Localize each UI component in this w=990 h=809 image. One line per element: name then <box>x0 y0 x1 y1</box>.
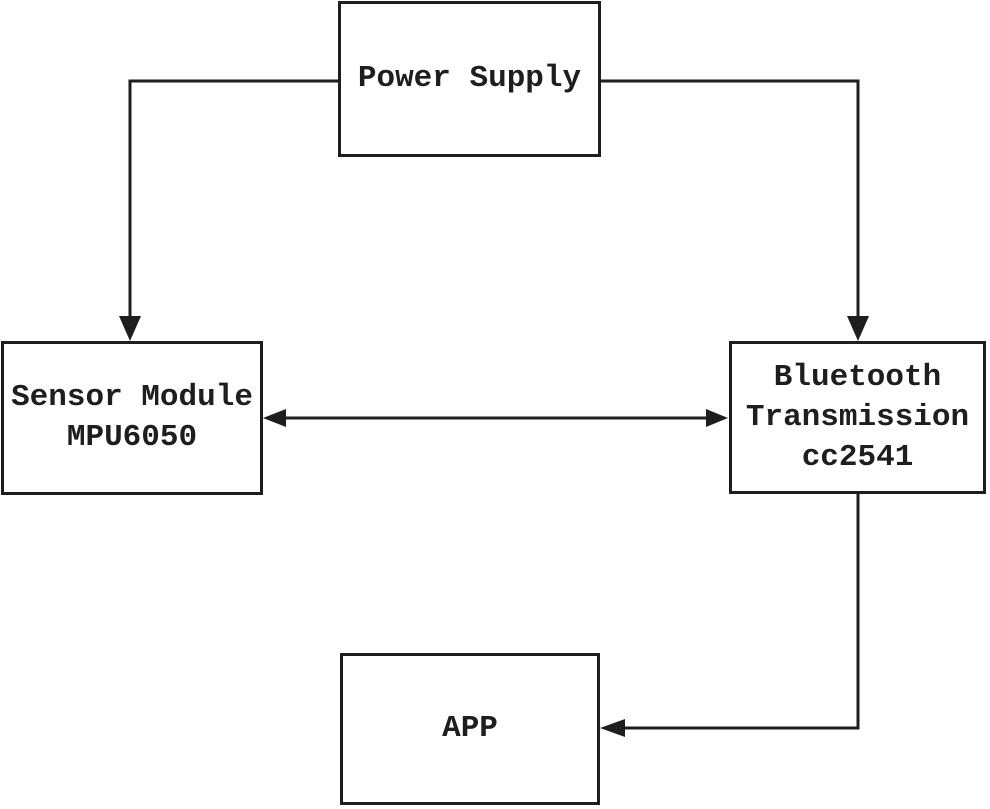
node-sensor-module-label-line1: Sensor Module <box>11 380 253 415</box>
node-bluetooth-transmission: Bluetooth Transmission cc2541 <box>729 341 986 494</box>
node-bluetooth-label-line2: Transmission <box>745 399 970 435</box>
node-app: APP <box>340 653 600 805</box>
node-sensor-module-label-line2: MPU6050 <box>66 420 198 455</box>
node-sensor-module: Sensor Module MPU6050 <box>1 341 263 495</box>
arrowhead-down-sensor-icon <box>119 316 141 341</box>
node-bluetooth-label-line3: cc2541 <box>801 439 914 475</box>
node-app-label: APP <box>442 711 498 746</box>
arrowhead-down-bluetooth-icon <box>847 316 869 341</box>
node-power-supply-label: Power Supply <box>357 61 582 96</box>
node-bluetooth-label-line1: Bluetooth <box>773 359 942 395</box>
connector-sensor-bluetooth-bidirectional <box>263 409 728 427</box>
arrowhead-right-bluetooth-icon <box>706 409 728 427</box>
node-power-supply: Power Supply <box>338 1 601 157</box>
connector-bluetooth-to-app <box>600 494 860 737</box>
connector-power-to-bluetooth <box>600 79 869 341</box>
arrowhead-left-app-icon <box>600 719 625 737</box>
arrowhead-left-sensor-icon <box>263 409 286 427</box>
connector-power-to-sensor <box>119 79 338 341</box>
connector-power-to-bluetooth-line <box>600 79 860 318</box>
connector-power-to-sensor-line <box>128 79 338 318</box>
connector-bluetooth-to-app-line <box>623 494 860 730</box>
